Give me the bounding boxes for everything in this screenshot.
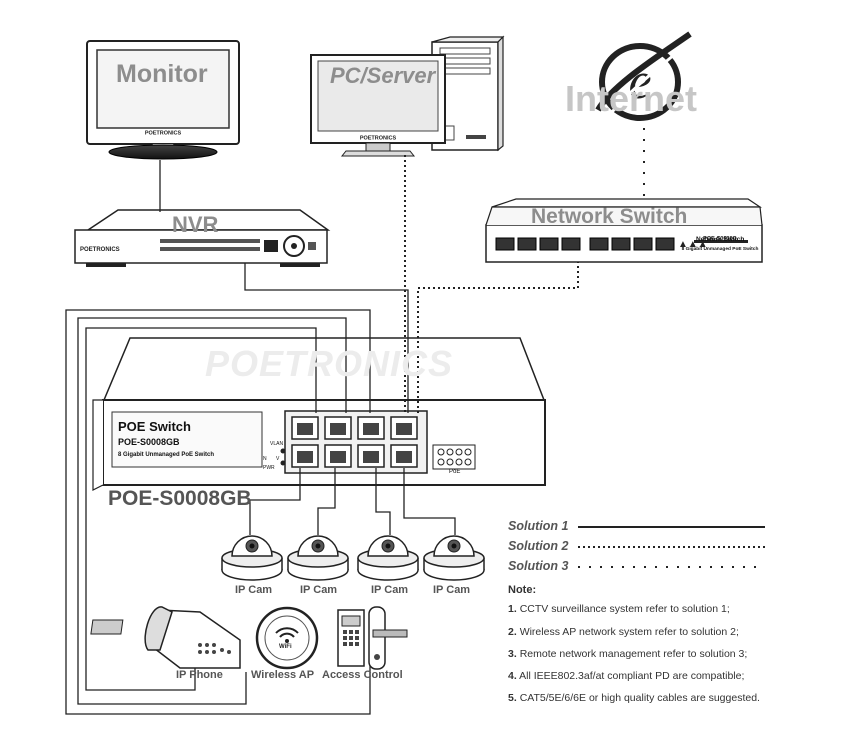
network-switch-desc: 8 Gigabit Unmanaged PoE Switch <box>682 246 759 252</box>
connection-lines <box>65 160 765 715</box>
poe-led-label: PoE <box>449 469 461 475</box>
ip-cam-3 <box>357 535 419 581</box>
note-item-2: 2. Wireless AP network system refer to s… <box>508 626 739 638</box>
poe-port-jack <box>330 451 346 463</box>
legend-solution-1: Solution 1 <box>508 519 569 533</box>
watermark: POETRONICS <box>205 343 454 384</box>
ip-cam-group <box>221 535 485 581</box>
network-switch-port <box>561 237 581 251</box>
legend-solution-3: Solution 3 <box>508 559 569 573</box>
monitor-label: Monitor <box>116 60 208 88</box>
ip-cam-label-1: IP Cam <box>235 584 273 596</box>
access-control-label: Access Control <box>322 669 403 681</box>
monitor-device: POETRONICS <box>86 40 240 160</box>
wireless-ap-device <box>255 606 319 670</box>
pc-brand: POETRONICS <box>360 136 397 142</box>
poe-switch-desc: 8 Gigabit Unmanaged PoE Switch <box>118 452 215 458</box>
network-switch-port <box>633 237 653 251</box>
poe-led <box>464 458 472 466</box>
poe-port-jack <box>363 451 379 463</box>
ip-cam-label-2: IP Cam <box>300 584 338 596</box>
ip-phone-device <box>90 606 241 669</box>
poe-port-jack <box>363 423 379 435</box>
poe-switch-title: POE Switch <box>118 419 191 434</box>
poe-led <box>464 448 472 456</box>
ip-cam-label-4: IP Cam <box>433 584 471 596</box>
poe-port-jack <box>396 423 412 435</box>
v-label: V <box>276 456 280 462</box>
poe-switch-device <box>92 337 546 491</box>
poe-port-jack <box>396 451 412 463</box>
ip-cam-2 <box>287 535 349 581</box>
poe-led <box>455 448 463 456</box>
internet-label: Internet <box>565 78 698 119</box>
network-switch-port <box>517 237 537 251</box>
network-switch-device: POE-S0008G 8 Gigabit Unmanaged PoE Switc… <box>485 198 763 263</box>
legend-solution-2: Solution 2 <box>508 539 569 553</box>
note-item-4: 4. All IEEE802.3af/at compliant PD are c… <box>508 670 745 682</box>
note-item-1: 1. CCTV surveillance system refer to sol… <box>508 603 730 615</box>
poe-port-jack <box>297 451 313 463</box>
access-control-device <box>337 606 408 670</box>
note-item-5: 5. CAT5/5E/6/6E or high quality cables a… <box>508 692 760 704</box>
note-title: Note: <box>508 584 537 596</box>
ip-cam-label-3: IP Cam <box>371 584 409 596</box>
wireless-ap-label: Wireless AP <box>251 669 315 681</box>
network-switch-port <box>655 237 675 251</box>
network-switch-model: POE-S0008G <box>703 236 737 242</box>
n-label: N <box>263 456 267 462</box>
internet-icon: e <box>595 31 692 121</box>
network-switch-port <box>495 237 515 251</box>
nvr-brand: POETRONICS <box>80 247 120 253</box>
poe-led <box>446 458 454 466</box>
nvr-label: NVR <box>172 212 219 237</box>
network-switch-title: Network Switch <box>696 236 745 243</box>
vlan-label: VLAN <box>270 441 284 447</box>
monitor-brand: POETRONICS <box>145 131 182 137</box>
dotted-lines <box>404 155 765 548</box>
network-switch-port <box>611 237 631 251</box>
ip-cam-1 <box>221 535 283 581</box>
pwr-label: PWR <box>263 465 275 471</box>
note-item-3: 3. Remote network management refer to so… <box>508 648 748 660</box>
poe-port-jack <box>297 423 313 435</box>
nvr-device: POETRONICS <box>74 209 331 267</box>
poe-led <box>437 448 445 456</box>
network-switch-port <box>589 237 609 251</box>
pc-server-label: PC/Server <box>330 63 436 88</box>
poe-led <box>455 458 463 466</box>
svg-text:▲▲▲: ▲▲▲ <box>678 239 708 250</box>
poe-switch-caption: POE-S0008GB <box>108 487 252 510</box>
ip-phone-label: IP Phone <box>176 669 223 681</box>
network-switch-port <box>539 237 559 251</box>
sparse-dotted-lines <box>578 128 765 568</box>
ip-cam-4 <box>423 535 485 581</box>
poe-port-jack <box>330 423 346 435</box>
network-switch-label: Network Switch <box>531 205 688 228</box>
poe-led <box>437 458 445 466</box>
poe-switch-model: POE-S0008GB <box>118 437 180 447</box>
poe-led <box>446 448 454 456</box>
wifi-label: WiFi <box>279 644 292 650</box>
pc-server-device: POETRONICS <box>310 35 505 157</box>
